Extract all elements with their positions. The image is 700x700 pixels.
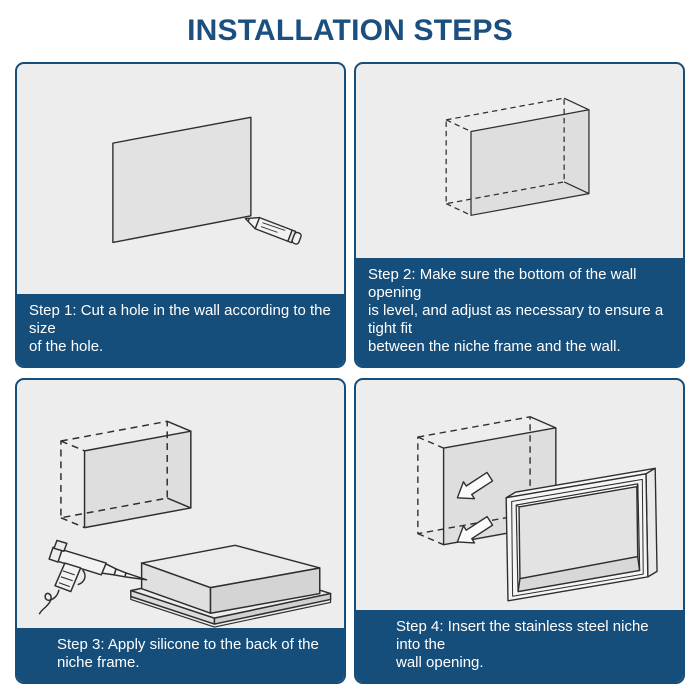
step-3-illustration — [17, 380, 344, 628]
step-4-caption: Step 4: Insert the stainless steel niche… — [356, 610, 683, 682]
wall-panel-illustration — [112, 116, 252, 244]
step-1-panel: Step 1: Cut a hole in the wall according… — [15, 62, 346, 368]
pencil-icon — [244, 216, 302, 245]
glue-gun-icon — [38, 539, 148, 615]
wall-opening-illustration — [445, 97, 590, 216]
step-2-caption: Step 2: Make sure the bottom of the wall… — [356, 258, 683, 366]
wall-opening-illustration — [60, 420, 192, 529]
title-bar: INSTALLATION STEPS — [0, 0, 700, 62]
step-3-panel: Step 3: Apply silicone to the back of th… — [15, 378, 346, 684]
step-2-illustration — [356, 64, 683, 258]
step-4-illustration — [356, 380, 683, 610]
insert-arrow-icon — [456, 471, 494, 500]
steps-grid: Step 1: Cut a hole in the wall according… — [0, 62, 700, 684]
step-1-caption: Step 1: Cut a hole in the wall according… — [17, 294, 344, 366]
niche-frame-back-illustration — [130, 544, 332, 628]
step-1-illustration — [17, 64, 344, 294]
step-4-panel: Step 4: Insert the stainless steel niche… — [354, 378, 685, 684]
stainless-steel-niche-illustration — [505, 467, 658, 602]
step-2-panel: Step 2: Make sure the bottom of the wall… — [354, 62, 685, 368]
step-3-caption: Step 3: Apply silicone to the back of th… — [17, 628, 344, 682]
insert-arrow-icon — [456, 515, 494, 544]
page-title: INSTALLATION STEPS — [187, 14, 513, 47]
